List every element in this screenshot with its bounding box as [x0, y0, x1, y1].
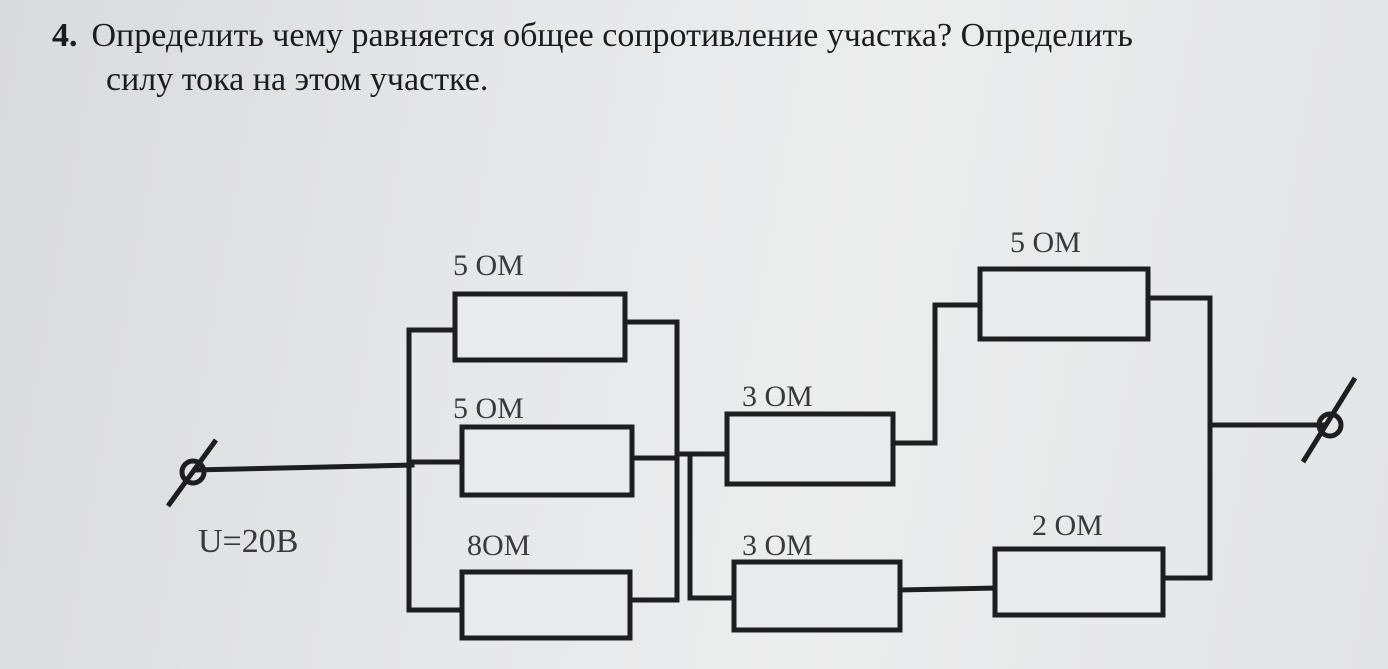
label-r7: 2 ОМ — [1032, 509, 1103, 542]
label-r1: 5 ОМ — [453, 249, 524, 282]
resistor-r2 — [459, 424, 635, 498]
wire-r5-r7 — [897, 585, 998, 593]
resistor-r4 — [724, 411, 896, 487]
problem-number: 4. — [52, 17, 78, 54]
label-r6: 5 ОМ — [1010, 226, 1081, 259]
terminal-left — [165, 438, 219, 508]
resistor-r5 — [731, 559, 903, 633]
voltage-label: U=20В — [198, 523, 298, 560]
label-r5: 3 ОМ — [742, 529, 813, 562]
resistor-r6 — [977, 266, 1151, 342]
problem-line-2: силу тока на этом участке. — [106, 61, 489, 98]
label-r3: 8ОМ — [467, 529, 530, 562]
problem-text: 4. Определить чему равняется общее сопрот… — [52, 14, 1312, 102]
terminal-right — [1300, 376, 1358, 464]
problem-line-1: Определить чему равняется общее сопротив… — [91, 17, 1133, 54]
label-r2: 5 ОМ — [453, 392, 524, 425]
wire-input — [192, 462, 415, 473]
resistor-r1 — [452, 291, 628, 363]
label-r4: 3 ОМ — [742, 380, 813, 413]
resistor-r3 — [459, 569, 633, 641]
resistor-r7 — [992, 546, 1166, 618]
